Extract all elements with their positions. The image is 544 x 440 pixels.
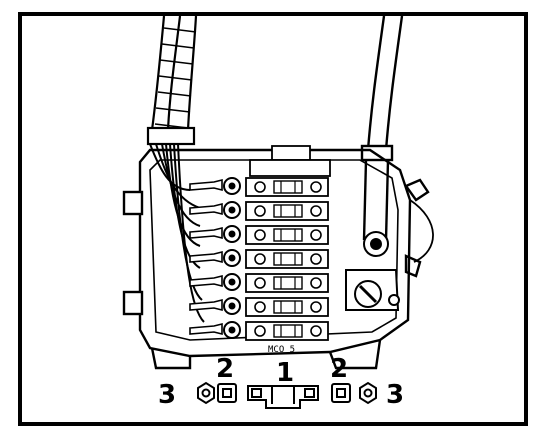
wire-lug <box>189 178 223 192</box>
battery-lug <box>345 231 400 311</box>
left-wire-loom <box>146 15 205 323</box>
housing-stamp: MCO 5 <box>268 345 295 355</box>
loose-parts <box>197 381 377 409</box>
callout-2-right: 2 <box>330 354 349 384</box>
callout-2-left: 2 <box>216 354 235 384</box>
wire-lug <box>189 274 223 288</box>
wire-lug <box>189 322 223 336</box>
figure-frame <box>18 12 528 426</box>
wire-lug <box>189 202 223 216</box>
link-bar <box>247 385 319 409</box>
main-power-cable <box>360 15 404 241</box>
callout-3-left: 3 <box>158 380 177 410</box>
fuse-box-housing <box>122 148 434 370</box>
wire-lug <box>189 298 223 312</box>
wire-lug <box>189 250 223 264</box>
fuse-rows <box>189 177 329 341</box>
callout-3-right: 3 <box>386 380 405 410</box>
wire-lug <box>189 226 223 240</box>
callout-1: 1 <box>276 358 295 388</box>
top-busbar <box>249 145 331 177</box>
